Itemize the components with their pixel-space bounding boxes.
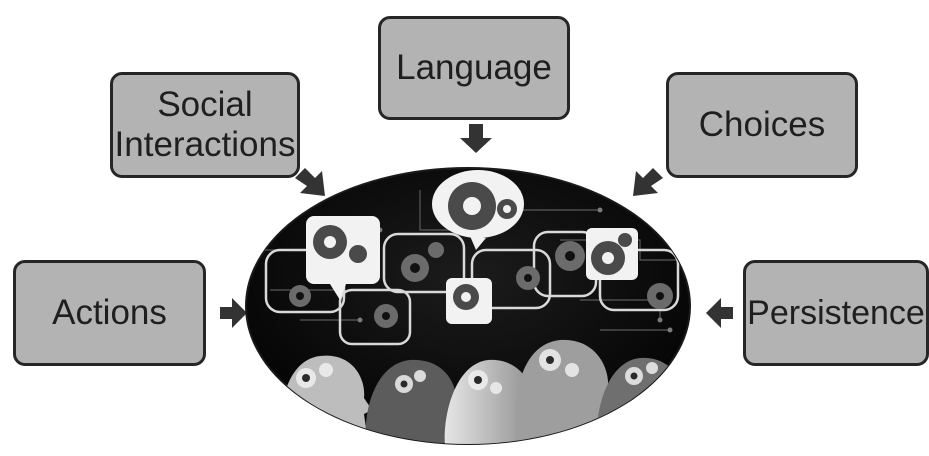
social-label-line2: Interactions — [114, 125, 296, 164]
people-heads-gears-image — [245, 167, 691, 445]
arrow-from-actions — [220, 298, 247, 328]
arrow-from-persistence — [706, 298, 733, 328]
actions-label: Actions — [52, 293, 167, 333]
social-label-line1: Social — [157, 85, 253, 125]
actions-box: Actions — [13, 260, 206, 366]
social-interactions-box: Social Interactions — [110, 72, 300, 178]
arrow-from-language — [460, 124, 492, 153]
arrow-from-social-interactions — [295, 168, 325, 196]
language-box: Language — [378, 16, 570, 120]
choices-label: Choices — [698, 105, 826, 145]
persistence-box: Persistence — [743, 260, 929, 366]
language-label: Language — [396, 48, 552, 88]
persistence-label: Persistence — [747, 293, 925, 332]
choices-box: Choices — [666, 72, 858, 178]
arrow-from-choices — [633, 168, 663, 196]
